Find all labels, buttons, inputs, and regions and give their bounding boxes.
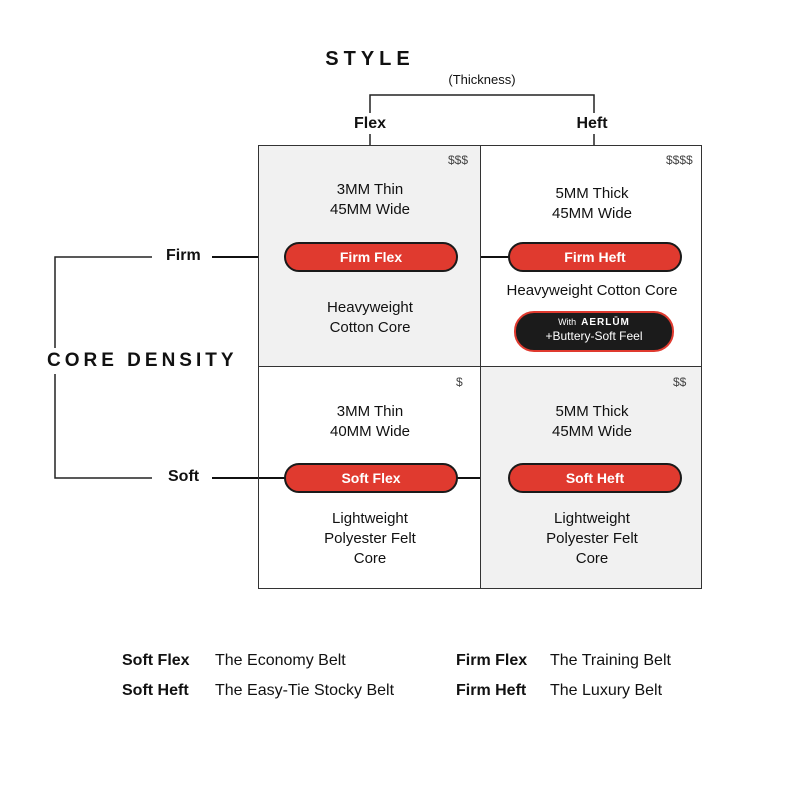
core-soft-flex-2: Polyester Felt: [324, 530, 416, 547]
price-firm-heft: $$$$: [666, 153, 693, 167]
core-firm-heft: Heavyweight Cotton Core: [506, 282, 678, 299]
core-soft-flex-3: Core: [353, 550, 387, 567]
style-bracket: [369, 94, 595, 113]
legend-desc-soft-flex: The Economy Belt: [215, 652, 346, 669]
pill-soft-flex: Soft Flex: [284, 463, 458, 493]
legend-name-firm-flex: Firm Flex: [456, 652, 528, 669]
core-soft-heft-1: Lightweight: [554, 510, 630, 527]
spec-firm-flex-1: 3MM Thin: [336, 181, 404, 198]
legend-name-soft-heft: Soft Heft: [122, 682, 189, 699]
spec-firm-flex-2: 45MM Wide: [329, 201, 411, 218]
core-soft-heft-3: Core: [575, 550, 609, 567]
style-title: STYLE: [325, 48, 415, 70]
aerlum-logo: AERLŪM: [581, 317, 630, 328]
spec-soft-heft-1: 5MM Thick: [555, 403, 629, 420]
aerlum-prefix: With: [558, 317, 577, 327]
price-firm-flex: $$$: [448, 153, 469, 167]
pill-firm-flex: Firm Flex: [284, 242, 458, 272]
column-label-flex: Flex: [353, 115, 387, 132]
legend-desc-firm-heft: The Luxury Belt: [550, 682, 663, 699]
core-soft-flex-1: Lightweight: [332, 510, 408, 527]
row-label-firm: Firm: [166, 247, 201, 264]
spec-soft-flex-1: 3MM Thin: [336, 403, 404, 420]
spec-firm-heft-1: 5MM Thick: [555, 185, 629, 202]
column-label-heft: Heft: [576, 115, 608, 132]
core-firm-flex-2: Cotton Core: [329, 319, 411, 336]
aerlum-badge: With AERLŪM +Buttery-Soft Feel: [514, 311, 674, 352]
pill-firm-heft: Firm Heft: [508, 242, 682, 272]
grid-horizontal-divider: [258, 366, 702, 367]
spec-soft-flex-2: 40MM Wide: [329, 423, 411, 440]
pill-soft-heft: Soft Heft: [508, 463, 682, 493]
spec-firm-heft-2: 45MM Wide: [551, 205, 633, 222]
legend-name-firm-heft: Firm Heft: [456, 682, 527, 699]
row-label-soft: Soft: [168, 468, 200, 485]
aerlum-text: +Buttery-Soft Feel: [545, 329, 643, 343]
core-soft-heft-2: Polyester Felt: [546, 530, 638, 547]
grid-vertical-divider: [480, 145, 481, 589]
core-density-label: CORE DENSITY: [47, 348, 238, 374]
legend-desc-firm-flex: The Training Belt: [550, 652, 671, 669]
legend-name-soft-flex: Soft Flex: [122, 652, 190, 669]
price-soft-flex: $: [456, 375, 463, 389]
core-firm-flex-1: Heavyweight: [327, 299, 413, 316]
style-subtitle: (Thickness): [448, 72, 516, 87]
spec-soft-heft-2: 45MM Wide: [551, 423, 633, 440]
price-soft-heft: $$: [673, 375, 687, 389]
legend-desc-soft-heft: The Easy-Tie Stocky Belt: [215, 682, 395, 699]
